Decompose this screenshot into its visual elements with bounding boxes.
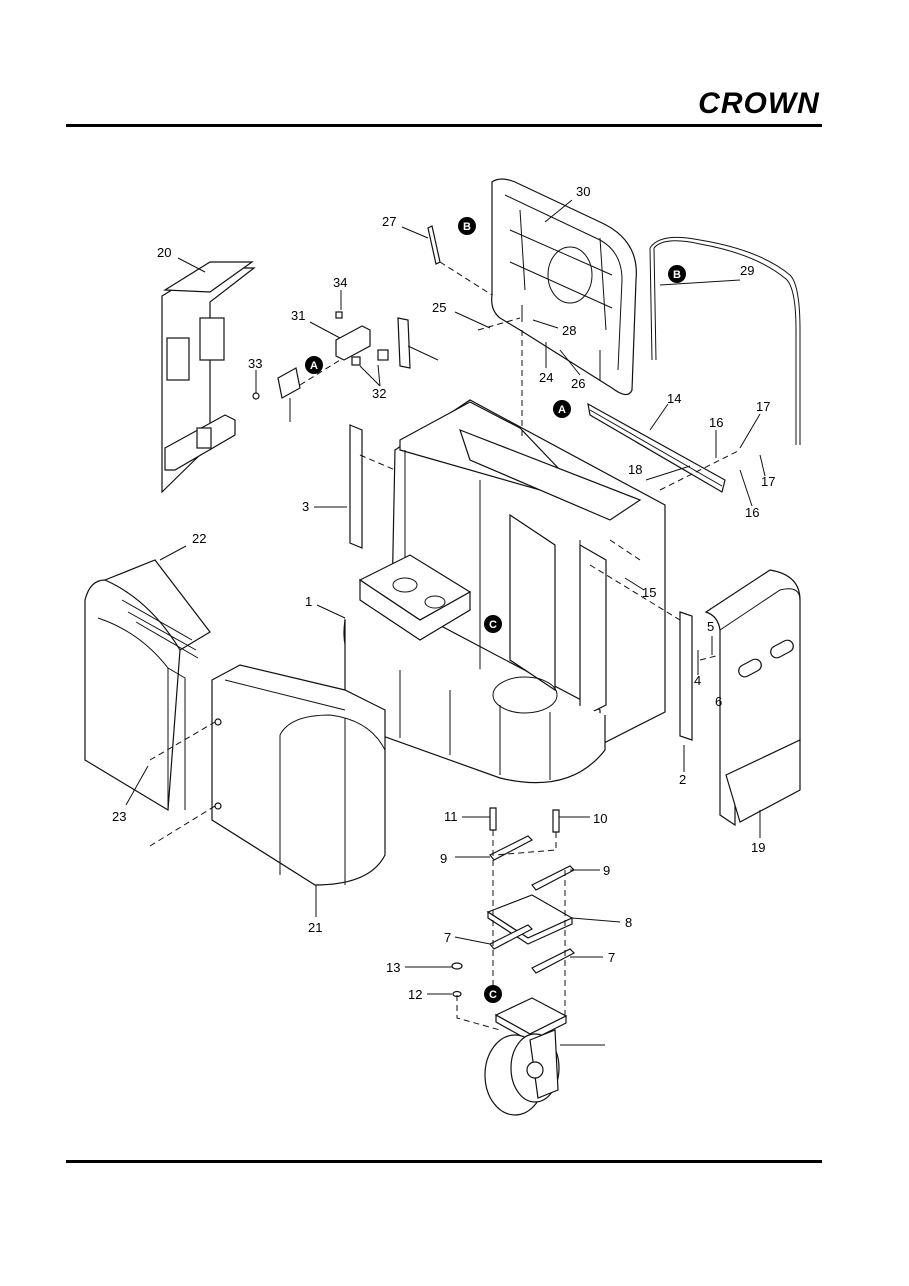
callout-5: 5: [707, 619, 714, 634]
ref-marker-b-1: B: [458, 217, 476, 235]
ref-marker-a-1: A: [305, 356, 323, 374]
callout-13: 13: [386, 960, 400, 975]
callout-24: 24: [539, 370, 553, 385]
callout-11: 11: [444, 809, 458, 824]
callout-7b: 7: [608, 950, 615, 965]
part-19-side-panel: [704, 569, 801, 827]
svg-text:B: B: [463, 221, 471, 233]
part-29-cable: [649, 236, 801, 445]
callout-20: 20: [157, 245, 171, 260]
callout-15: 15: [642, 585, 656, 600]
callout-19: 19: [751, 840, 765, 855]
callout-9a: 9: [440, 851, 447, 866]
callout-33: 33: [248, 356, 262, 371]
footer-rule: [66, 1160, 822, 1163]
ref-marker-a-2: A: [553, 400, 571, 418]
ref-marker-b-2: B: [668, 265, 686, 283]
ref-marker-c-1: C: [484, 615, 502, 633]
callout-27: 27: [382, 214, 396, 229]
callout-23: 23: [112, 809, 126, 824]
svg-text:A: A: [558, 404, 566, 416]
callout-34: 34: [333, 275, 347, 290]
callout-25: 25: [432, 300, 446, 315]
part-30-back-panel: [491, 178, 637, 396]
part-20-side-panel: [161, 261, 256, 494]
logo-text: CROWN: [698, 87, 820, 120]
callout-1: 1: [305, 594, 312, 609]
part-22-step-cover: [84, 559, 211, 812]
callout-6: 6: [715, 694, 722, 709]
callout-32: 32: [372, 386, 386, 401]
callout-22: 22: [192, 531, 206, 546]
reference-markers: B B A A C C: [305, 217, 686, 1003]
callout-16a: 16: [709, 415, 723, 430]
callout-18: 18: [628, 462, 642, 477]
callout-2: 2: [679, 772, 686, 787]
callout-17b: 17: [761, 474, 775, 489]
svg-text:B: B: [673, 269, 681, 281]
part-27-pin: [427, 225, 441, 265]
part-31-bracket: [252, 311, 411, 400]
callout-17a: 17: [756, 399, 770, 414]
callout-3: 3: [302, 499, 309, 514]
callout-4: 4: [694, 673, 701, 688]
svg-text:A: A: [310, 360, 318, 372]
leader-lines: [125, 199, 766, 1046]
callout-10: 10: [593, 811, 607, 826]
alignment-lines: [149, 261, 741, 1031]
callout-29: 29: [740, 263, 754, 278]
crown-logo: CROWN: [698, 87, 820, 120]
callout-31: 31: [291, 308, 305, 323]
callout-8: 8: [625, 915, 632, 930]
callout-7a: 7: [444, 930, 451, 945]
svg-text:C: C: [489, 989, 497, 1001]
callout-28: 28: [562, 323, 576, 338]
callout-14: 14: [667, 391, 681, 406]
part-1-main-frame: [343, 399, 666, 784]
part-2-upright: [679, 611, 693, 741]
svg-text:C: C: [489, 619, 497, 631]
callout-16b: 16: [745, 505, 759, 520]
callout-labels: 30 27 29 20 34 31 25 28 33 32 24 26 14 1…: [112, 184, 775, 1002]
ref-marker-c-2: C: [484, 985, 502, 1003]
part-3-upright: [349, 424, 363, 549]
callout-21: 21: [308, 920, 322, 935]
header-rule: [66, 124, 822, 127]
part-21-front-cover: [211, 664, 386, 886]
callout-9b: 9: [603, 863, 610, 878]
caster-wheel: [484, 997, 568, 1116]
callout-12: 12: [408, 987, 422, 1002]
callout-30: 30: [576, 184, 590, 199]
callout-26: 26: [571, 376, 585, 391]
